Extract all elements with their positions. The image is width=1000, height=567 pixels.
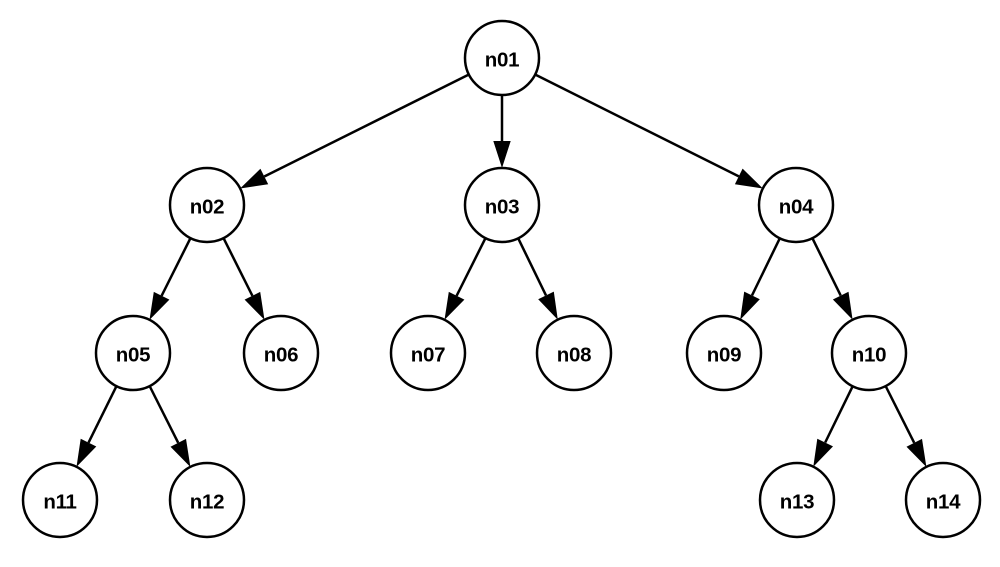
- svg-text:n13: n13: [780, 490, 814, 513]
- svg-text:n08: n08: [557, 343, 591, 366]
- svg-text:n05: n05: [116, 343, 150, 366]
- svg-text:n01: n01: [485, 48, 519, 71]
- svg-text:n11: n11: [43, 490, 76, 513]
- svg-text:n12: n12: [190, 490, 224, 513]
- svg-text:n04: n04: [779, 195, 814, 218]
- svg-text:n09: n09: [707, 343, 741, 366]
- svg-text:n06: n06: [264, 343, 298, 366]
- svg-text:n03: n03: [485, 195, 519, 218]
- svg-text:n02: n02: [190, 195, 224, 218]
- svg-text:n14: n14: [926, 490, 961, 513]
- svg-text:n07: n07: [411, 343, 445, 366]
- svg-text:n10: n10: [852, 343, 886, 366]
